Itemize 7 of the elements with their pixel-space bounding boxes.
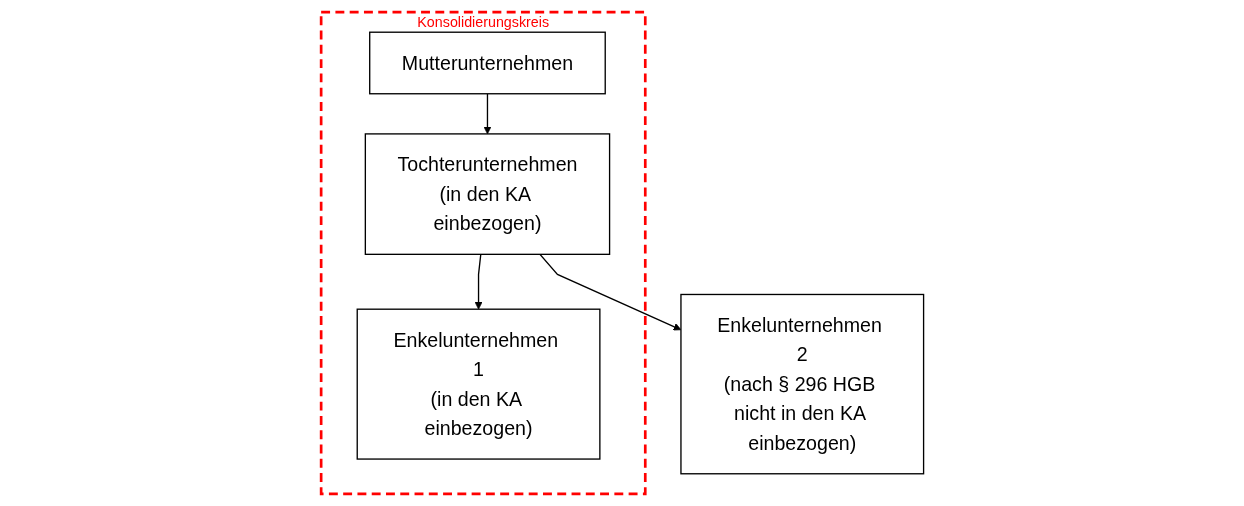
node-box: Enkelunternehmen 1 (in den KA einbezogen)	[356, 308, 601, 460]
arrow	[474, 253, 483, 310]
arrow	[483, 93, 491, 135]
node-box: Tochterunternehmen (in den KA einbezogen)	[364, 133, 610, 255]
arrow	[538, 253, 681, 331]
node-box: Mutterunternehmen	[368, 31, 606, 95]
node-box: Enkelunternehmen 2 (nach § 296 HGB nicht in den KA einbezogen)	[679, 293, 924, 475]
